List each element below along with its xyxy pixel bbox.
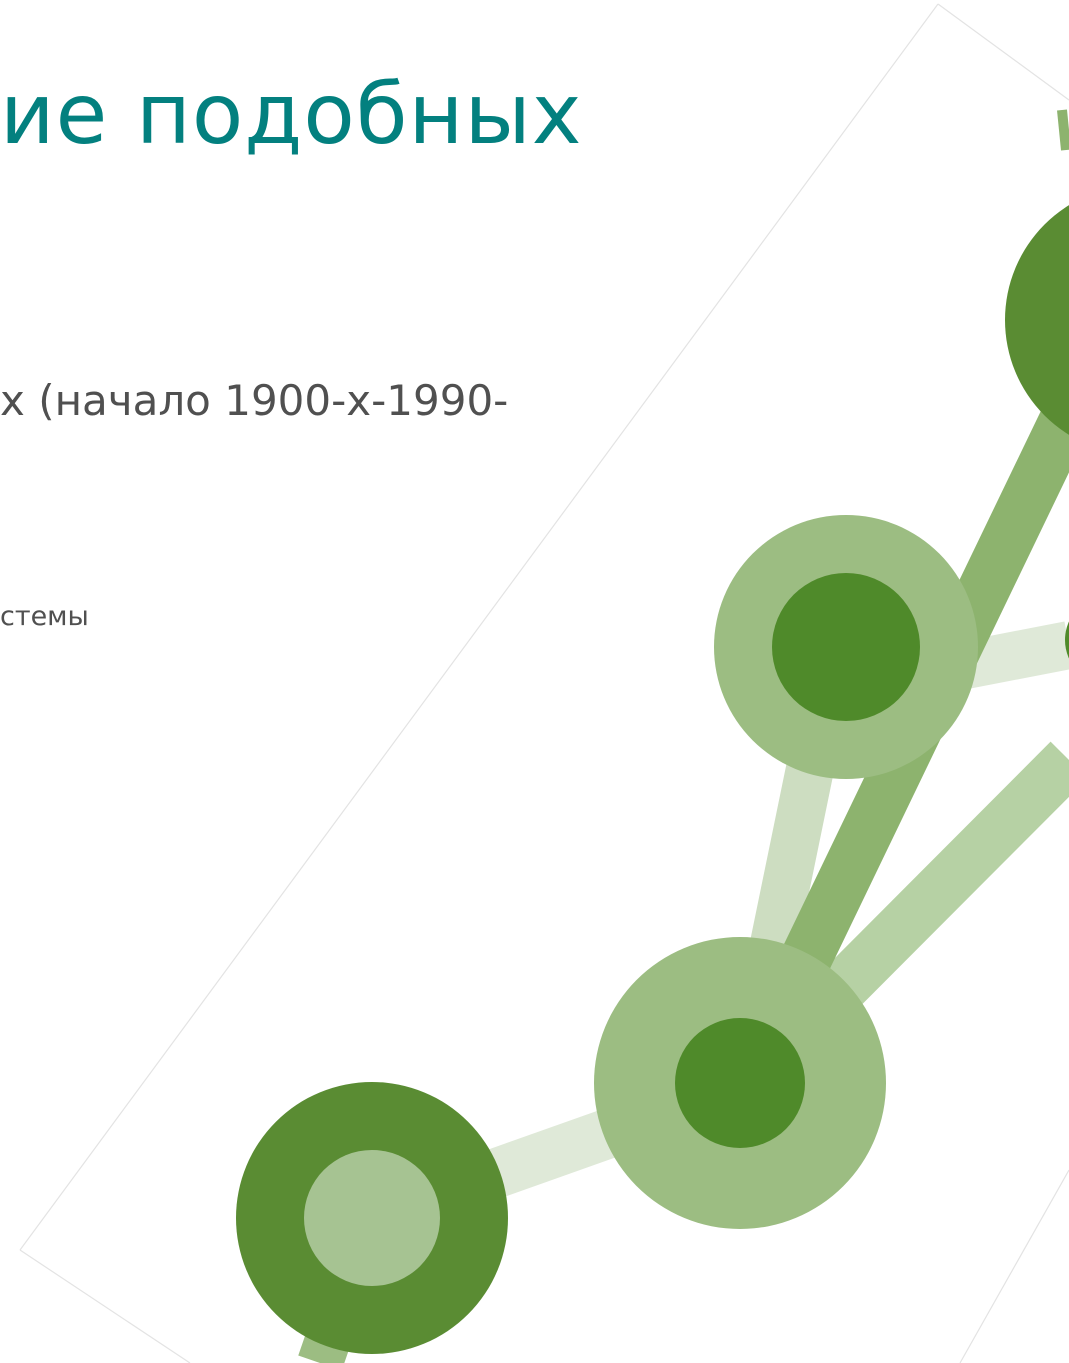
node-ring (1005, 205, 1069, 435)
outline-line (19, 3, 939, 1251)
body-text-line: х (начало 1900-х-1990- (0, 376, 509, 425)
node-stub (1057, 109, 1069, 151)
node-right-edge (1065, 621, 1069, 659)
node-core (675, 1018, 805, 1148)
outline-line (937, 3, 1069, 101)
body-text-subline: стемы (0, 601, 89, 632)
outline-line (19, 1249, 191, 1363)
outline-line (959, 1169, 1069, 1363)
node-core (772, 573, 920, 721)
node-lower (594, 937, 886, 1229)
node-core (304, 1150, 440, 1286)
outline-lines (19, 3, 1069, 1363)
slide-title: ие подобных (0, 65, 583, 163)
node-top-right (1005, 109, 1069, 435)
node-middle (714, 515, 978, 779)
node-bottom-left (236, 1082, 508, 1354)
